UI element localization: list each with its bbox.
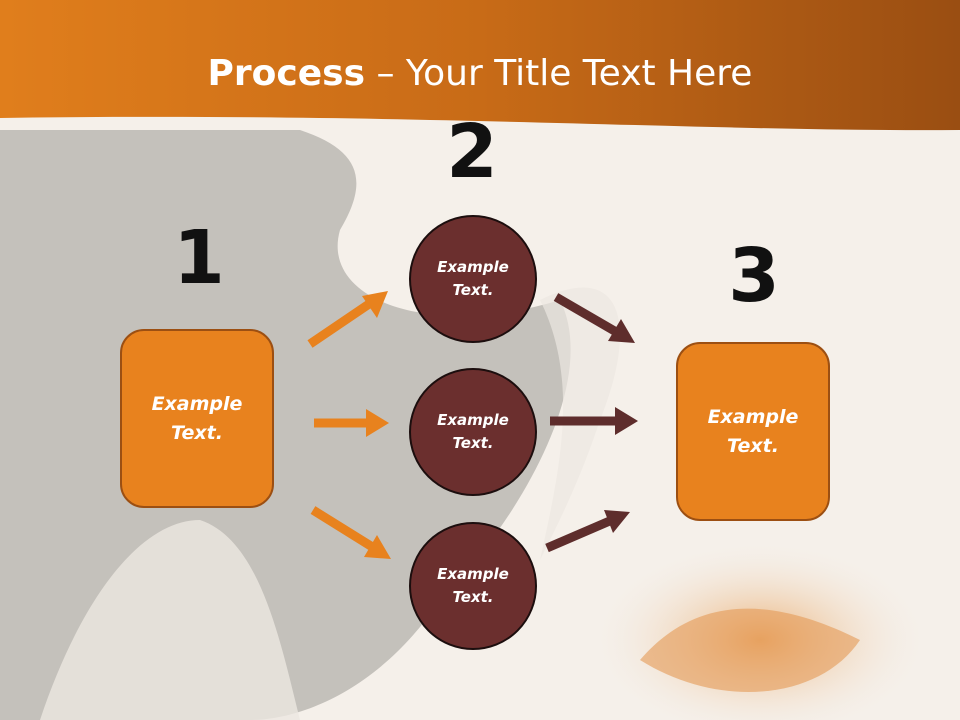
arrow-1-to-bottom	[310, 506, 391, 559]
arrow-1-to-top	[307, 291, 388, 348]
step-1-box: Example Text.	[120, 329, 274, 508]
arrow-1-to-middle	[314, 409, 389, 437]
step-1-text: Example Text.	[151, 392, 243, 444]
step-2-circle-middle: Example Text.	[409, 368, 537, 496]
step-2-circle-top: Example Text.	[409, 215, 537, 343]
step-3-number: 3	[728, 233, 780, 319]
circle-middle-text: Example Text.	[437, 411, 509, 452]
step-3-text: Example Text.	[707, 405, 799, 457]
slide-title: Process – Your Title Text Here	[0, 52, 960, 96]
step-1-number: 1	[173, 215, 225, 301]
step-2-number: 2	[446, 109, 498, 195]
arrow-top-to-3	[553, 293, 635, 343]
circle-bottom-text: Example Text.	[437, 565, 509, 606]
arrow-bottom-to-3	[545, 510, 630, 553]
step-3-box: Example Text.	[676, 342, 830, 521]
title-bold: Process	[207, 53, 366, 94]
title-rest: – Your Title Text Here	[365, 53, 753, 94]
step-2-circle-bottom: Example Text.	[409, 522, 537, 650]
circle-top-text: Example Text.	[437, 258, 509, 299]
arrow-middle-to-3	[550, 407, 638, 435]
